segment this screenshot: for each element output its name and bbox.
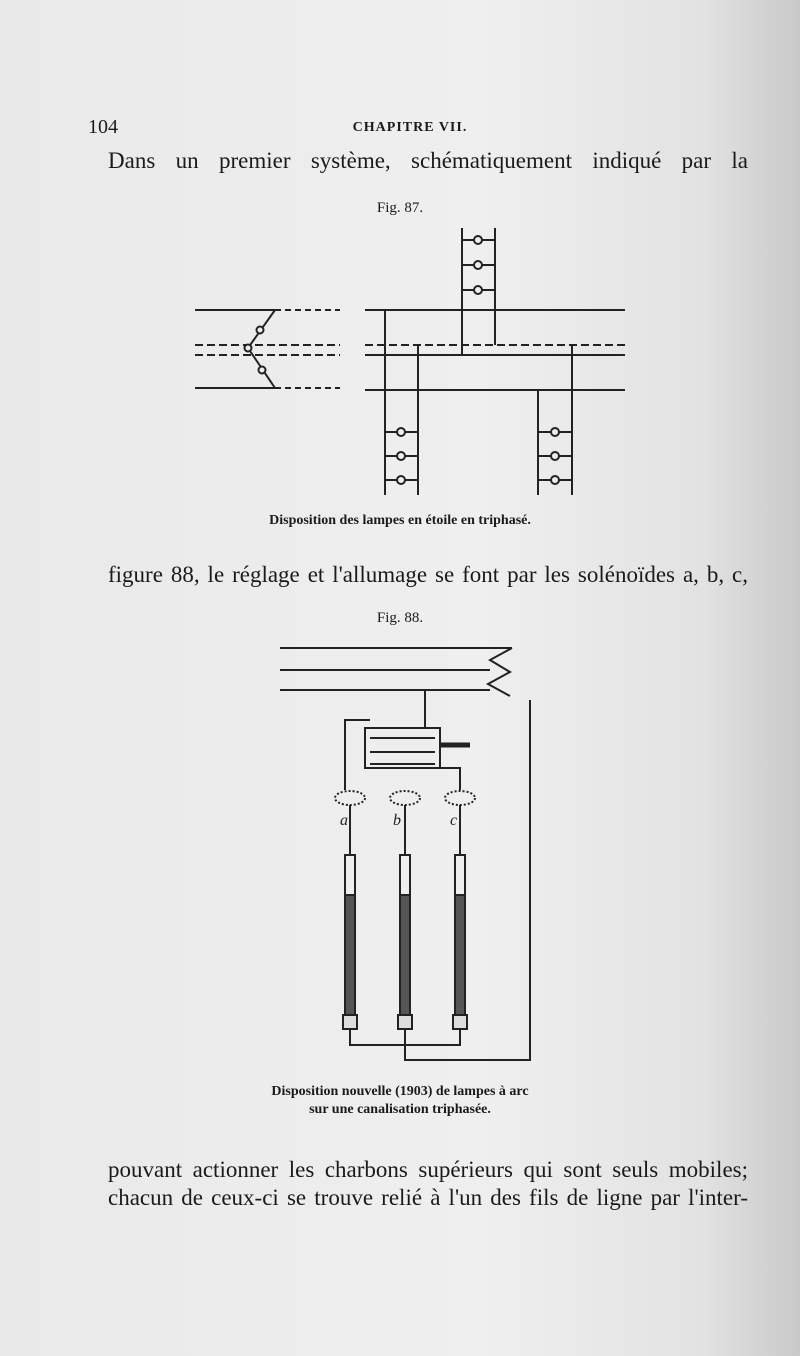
figure-87-caption: Disposition des lampes en étoile en trip… <box>269 513 531 528</box>
svg-text:a: a <box>340 812 348 829</box>
running-header: CHAPITRE VII. <box>352 120 468 135</box>
solenoid-c: c <box>444 790 476 1030</box>
figure-88-caption-line1: Disposition nouvelle (1903) de lampes à … <box>271 1084 529 1099</box>
body-text-line: chacun de ceux-ci se trouve relié à l'un… <box>108 1185 748 1210</box>
solenoid-b: b <box>389 790 421 1030</box>
figure-88-label: Fig. 88. <box>376 610 424 626</box>
figure-87-label: Fig. 87. <box>376 200 424 216</box>
svg-text:b: b <box>393 812 401 829</box>
page-number: 104 <box>88 116 118 138</box>
svg-text:c: c <box>450 812 457 829</box>
body-text-line: Dans un premier système, schématiquement… <box>108 148 748 173</box>
figure-88-caption-line2: sur une canalisation triphasée. <box>309 1102 491 1117</box>
body-text-line: pouvant actionner les charbons supérieur… <box>108 1157 748 1182</box>
body-text-line: figure 88, le réglage et l'allumage se f… <box>108 562 748 587</box>
solenoid-a: a <box>334 790 366 1030</box>
